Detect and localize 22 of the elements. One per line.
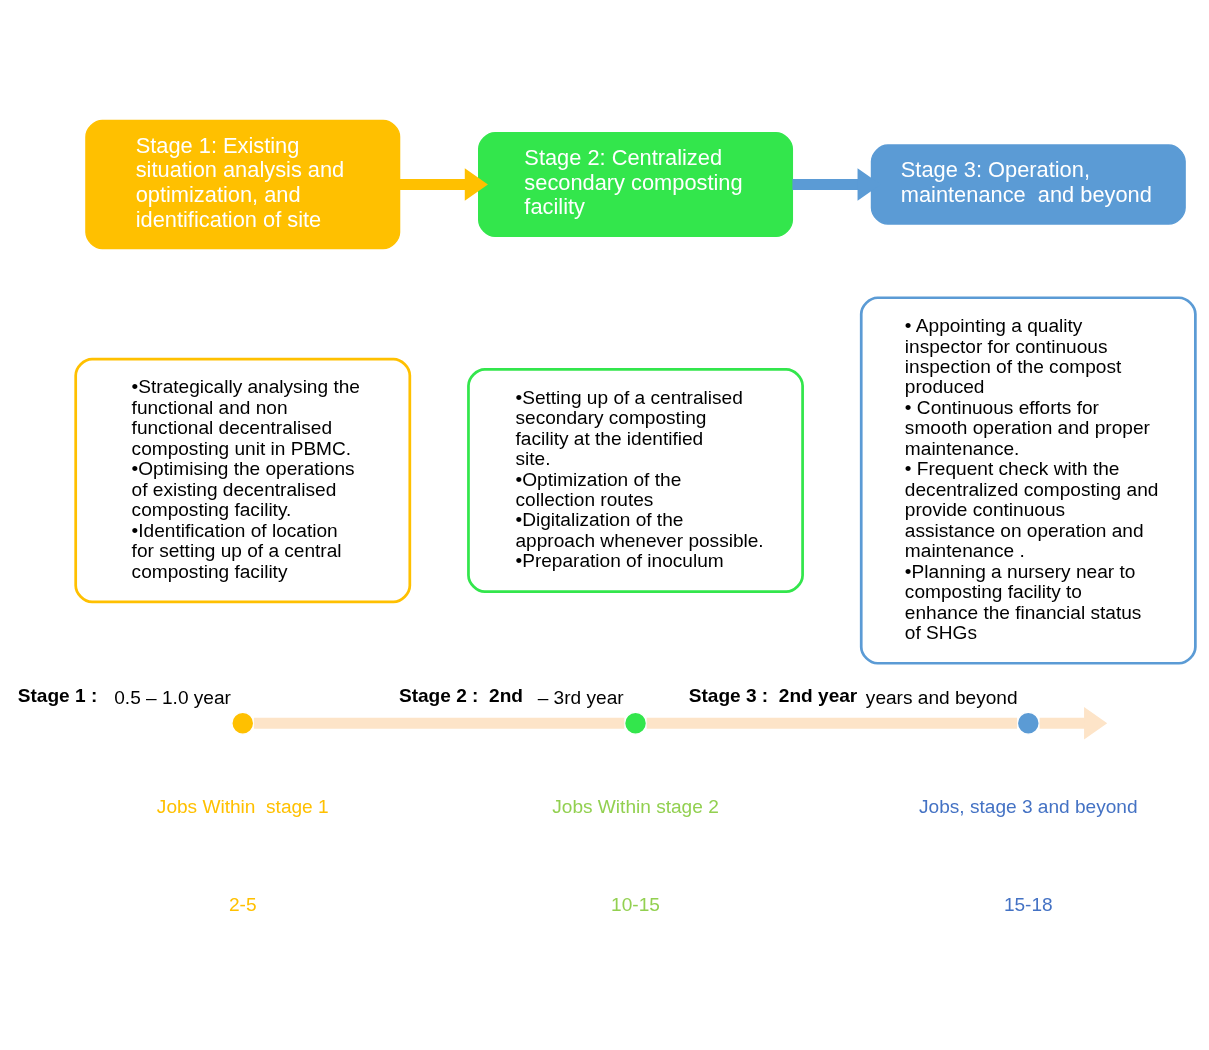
node-circle — [231, 711, 255, 735]
node-circle — [1016, 711, 1040, 735]
label: 15-18 — [1003, 893, 1053, 915]
connector — [253, 717, 625, 729]
node-label: Stage 2 : 2nd – 3rd year — [398, 684, 624, 708]
node-box: •Setting up of a centralised secondary composting facility at the identified site. •Optimization of the collection routes •Digitalization of the approach whenever possible. •Preparation of inoculum — [467, 367, 804, 593]
node-label: Stage 1 : 0.5 – 1.0 year — [17, 684, 231, 708]
label: Jobs Within stage 2 — [552, 795, 719, 817]
node-box: Stage 1: Existing situation analysis and optimization, and identification of site — [85, 119, 401, 249]
arrow — [1039, 706, 1108, 739]
connector — [646, 717, 1018, 729]
label: 10-15 — [611, 893, 660, 915]
node-box: •Strategically analysing the functional and non functional decentralised composting unit in PBMC. •Optimising the operations of existing decentralised composting facility. •Identification of location for setting up of a central composting facility — [74, 357, 412, 603]
node-box: Stage 2: Centralized secondary composting facility — [478, 131, 794, 237]
node-label: Stage 3 : 2nd year years and beyond — [688, 684, 1018, 708]
label: 2-5 — [228, 893, 257, 915]
node-box: • Appointing a quality inspector for continuous inspection of the compost produced • Continuous efforts for smooth operation and proper maintenance. • Frequent check with the decentralized composting and provide continuous assistance on operation and maintenance . •Planning a nursery near to composting facility to enhance the financial status of SHGs — [859, 295, 1197, 665]
label: Jobs Within stage 1 — [156, 795, 329, 817]
arrow — [399, 167, 488, 201]
node-box: Stage 3: Operation, maintenance and beyond — [870, 143, 1186, 225]
label: Jobs, stage 3 and beyond — [919, 795, 1138, 817]
node-circle — [623, 711, 648, 735]
